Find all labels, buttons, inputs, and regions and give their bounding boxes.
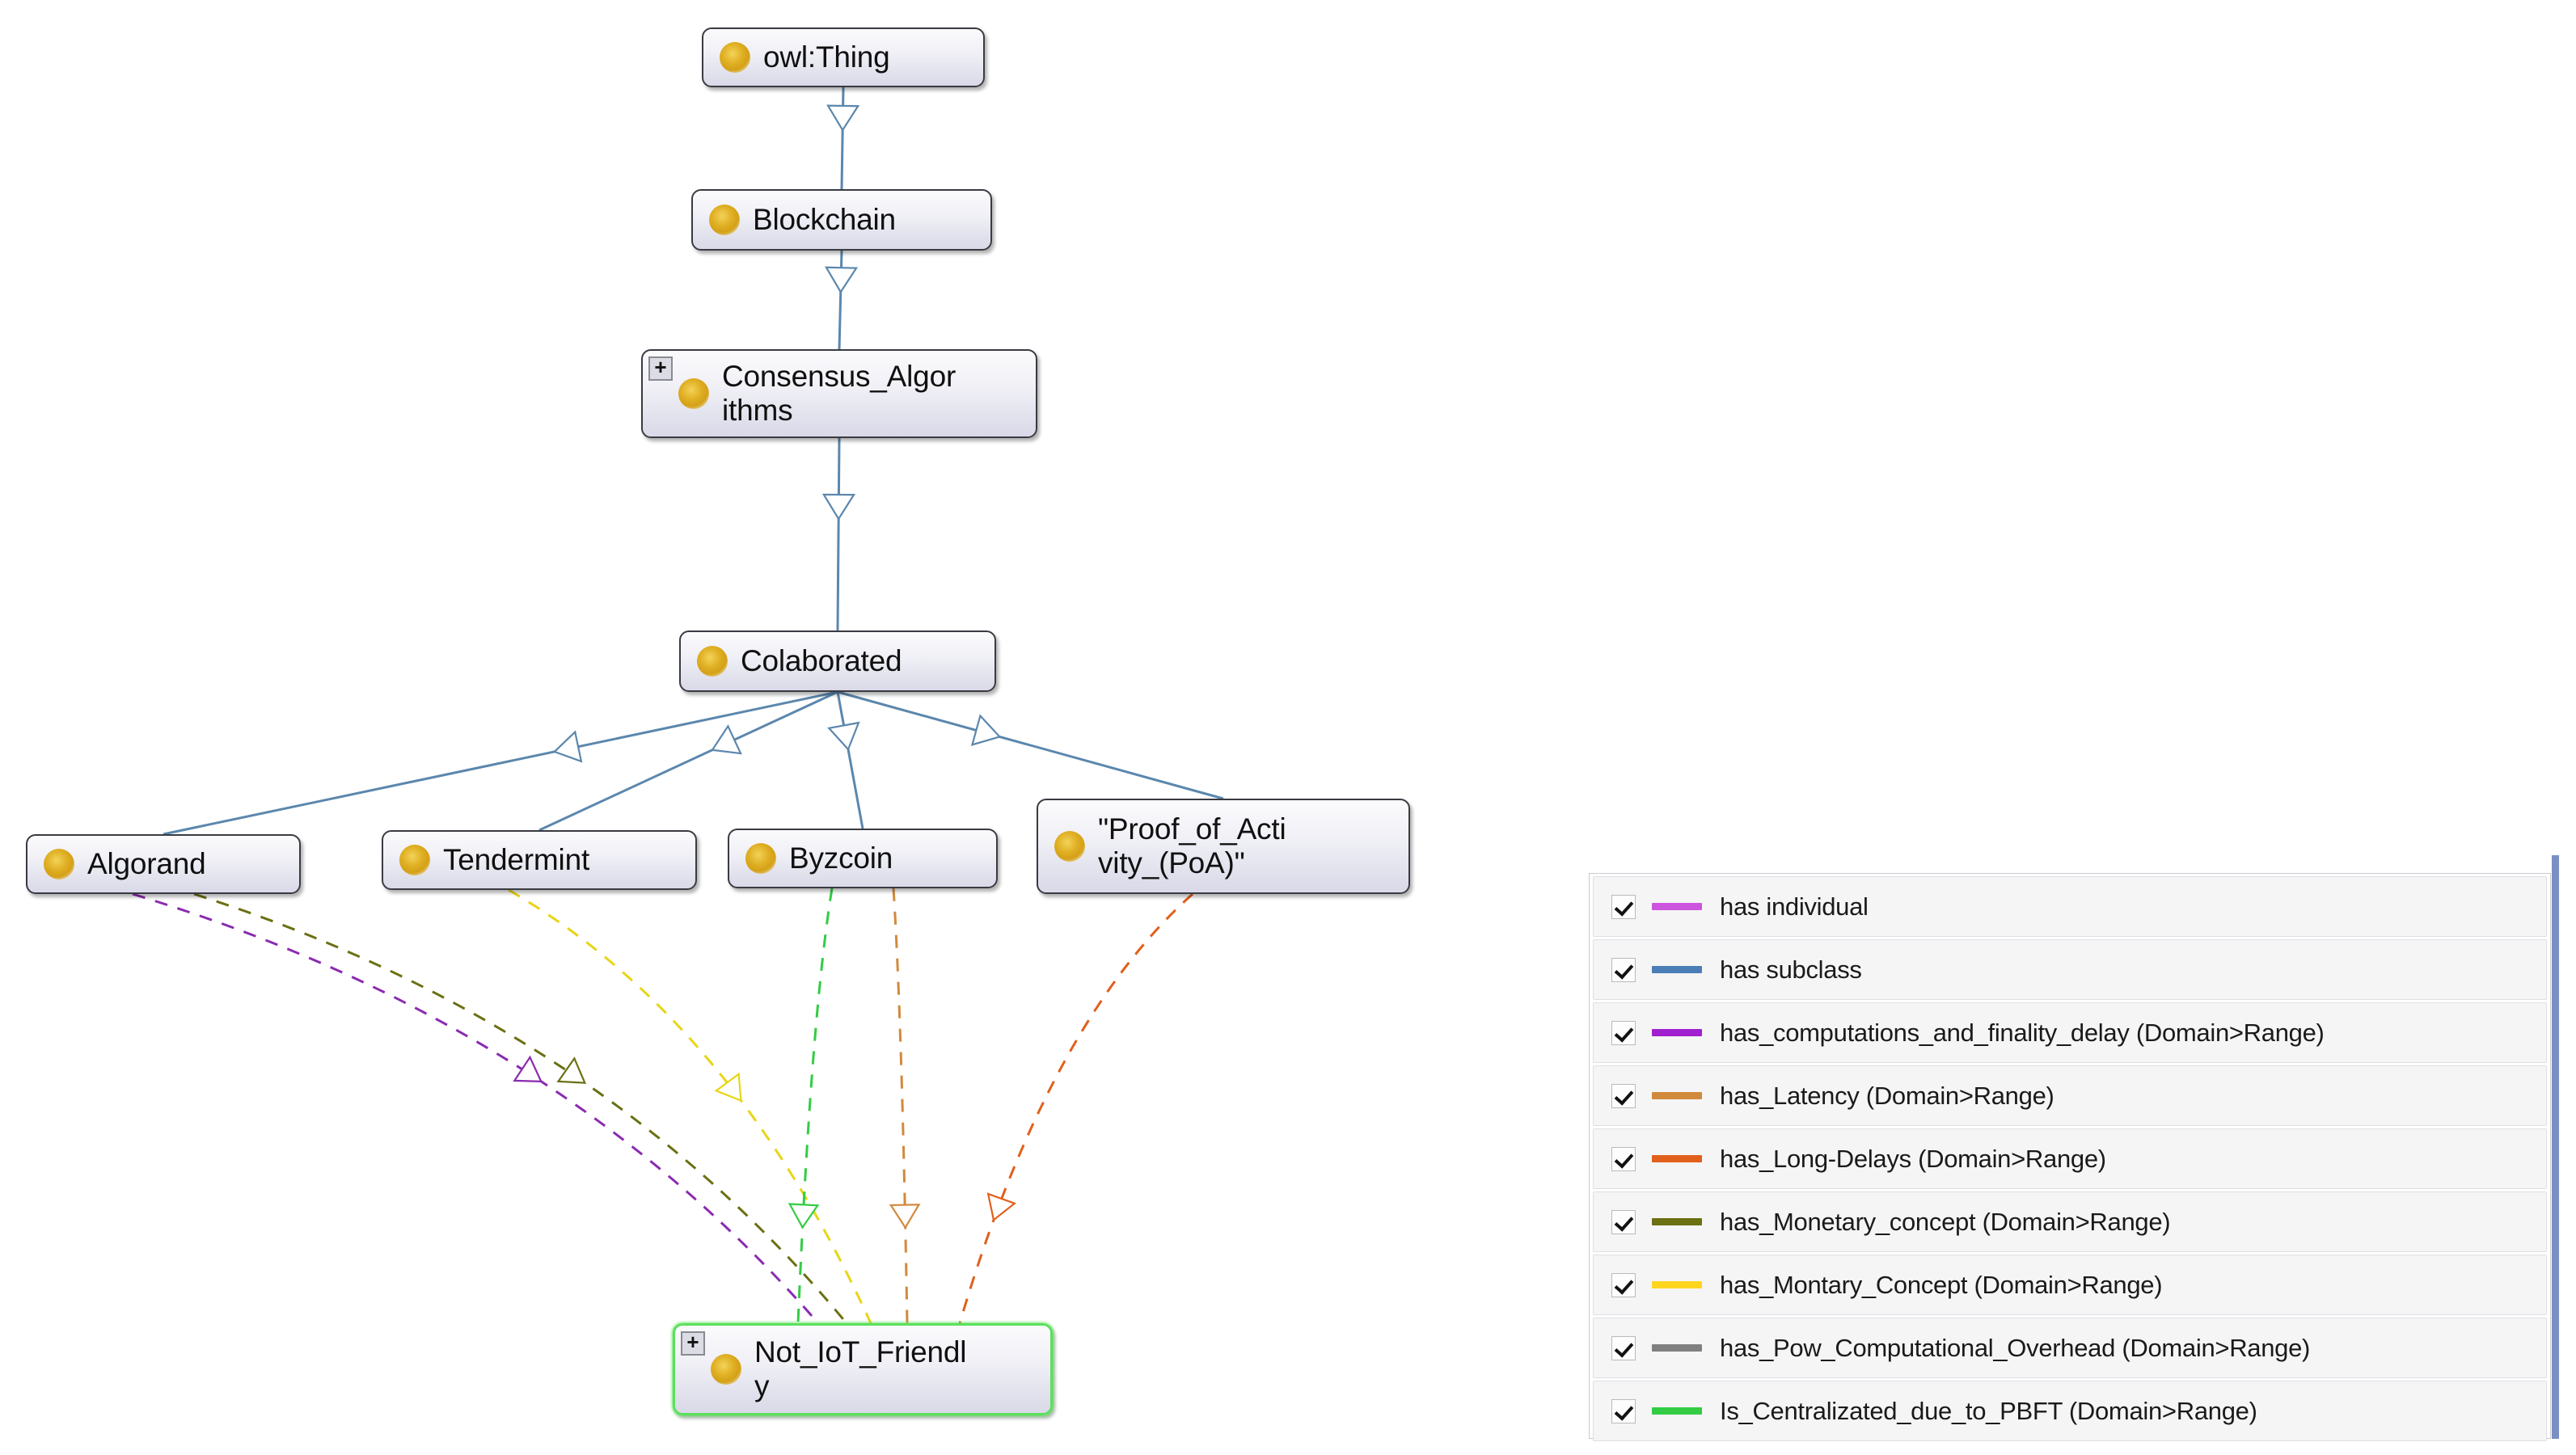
expand-plus-glyph: + (686, 1330, 699, 1354)
graph-node-tendermint[interactable]: Tendermint (382, 830, 697, 890)
subclass-edge (838, 250, 843, 350)
graph-node-label: Not_IoT_Friendl y (754, 1335, 967, 1402)
graph-node-byzcoin[interactable]: Byzcoin (728, 829, 998, 888)
class-circle-icon (745, 843, 776, 874)
graph-node-label: Algorand (87, 847, 206, 881)
subclass-arrowhead (826, 104, 860, 133)
legend-label: has_Long-Delays (Domain>Range) (1720, 1144, 2106, 1173)
legend-row[interactable]: has individual (1593, 876, 2547, 937)
subclass-arrowhead (827, 721, 860, 752)
legend-checkbox[interactable] (1611, 1335, 1636, 1360)
legend-label: has_Montary_Concept (Domain>Range) (1720, 1270, 2163, 1299)
legend-color-swatch-icon (1652, 1407, 1702, 1415)
property-edge (958, 892, 1193, 1324)
class-circle-icon (720, 42, 750, 73)
legend-row[interactable]: Is_Centralizated_due_to_PBFT (Domain>Ran… (1593, 1381, 2547, 1441)
legend-color-swatch-icon (1652, 1029, 1702, 1036)
property-edge (796, 888, 834, 1324)
legend-checkbox[interactable] (1611, 894, 1636, 919)
legend-color-swatch-icon (1652, 1344, 1702, 1352)
subclass-arrowhead (556, 1056, 587, 1084)
expand-plus-glyph: + (654, 355, 667, 379)
graph-node-colaborated[interactable]: Colaborated (679, 630, 996, 692)
legend-checkbox[interactable] (1611, 1083, 1636, 1108)
subclass-edge (163, 690, 838, 836)
property-edge (132, 892, 820, 1324)
expand-plus-icon[interactable]: + (681, 1331, 705, 1356)
legend-label: Is_Centralizated_due_to_PBFT (Domain>Ran… (1720, 1396, 2257, 1425)
legend-label: has_Monetary_concept (Domain>Range) (1720, 1207, 2171, 1236)
edge-layer (132, 86, 1224, 1324)
class-circle-icon (1054, 831, 1085, 862)
class-circle-icon (697, 646, 728, 677)
subclass-arrowhead (552, 730, 583, 763)
graph-node-algorand[interactable]: Algorand (26, 834, 301, 894)
legend-color-swatch-icon (1652, 1218, 1702, 1225)
subclass-arrowhead (513, 1055, 543, 1083)
subclass-arrowhead (711, 724, 742, 755)
subclass-arrowhead (889, 1204, 921, 1229)
graph-node-label: Tendermint (443, 843, 590, 877)
legend-color-swatch-icon (1652, 1155, 1702, 1162)
class-circle-icon (399, 845, 430, 875)
subclass-arrowhead (714, 1072, 742, 1103)
class-circle-icon (711, 1354, 741, 1385)
property-edge (508, 888, 872, 1324)
legend-row[interactable]: has_Latency (Domain>Range) (1593, 1065, 2547, 1126)
legend-checkbox[interactable] (1611, 1020, 1636, 1045)
graph-node-owl-thing[interactable]: owl:Thing (702, 27, 985, 87)
subclass-edge (840, 86, 845, 190)
legend-row[interactable]: has_Long-Delays (Domain>Range) (1593, 1128, 2547, 1189)
graph-node-not-iot[interactable]: + Not_IoT_Friendl y (673, 1323, 1053, 1415)
subclass-edge (837, 690, 1224, 800)
legend-scrollbar[interactable] (2551, 855, 2560, 1439)
graph-node-poa[interactable]: "Proof_of_Acti vity_(PoA)" (1037, 799, 1410, 894)
legend-checkbox[interactable] (1611, 1398, 1636, 1423)
legend-label: has_Latency (Domain>Range) (1720, 1081, 2054, 1110)
graph-node-blockchain[interactable]: Blockchain (691, 189, 992, 251)
graph-node-label: "Proof_of_Acti vity_(PoA)" (1098, 812, 1286, 879)
legend-checkbox[interactable] (1611, 1209, 1636, 1234)
class-circle-icon (44, 849, 74, 879)
legend-label: has_computations_and_finality_delay (Dom… (1720, 1018, 2325, 1047)
legend-row[interactable]: has_computations_and_finality_delay (Dom… (1593, 1002, 2547, 1063)
legend-color-swatch-icon (1652, 1092, 1702, 1099)
legend-checkbox[interactable] (1611, 1146, 1636, 1171)
legend-row[interactable]: has subclass (1593, 939, 2547, 1000)
subclass-arrowhead (788, 1203, 820, 1229)
legend-row[interactable]: has_Monetary_concept (Domain>Range) (1593, 1191, 2547, 1252)
graph-node-label: Blockchain (753, 203, 896, 237)
subclass-edge (836, 691, 864, 829)
legend-panel[interactable]: has individual has subclass has_computatio… (1589, 873, 2551, 1441)
legend-color-swatch-icon (1652, 966, 1702, 973)
subclass-arrowhead (970, 714, 1002, 746)
legend-color-swatch-icon (1652, 903, 1702, 910)
subclass-arrowhead (821, 493, 855, 521)
legend-label: has subclass (1720, 955, 1862, 984)
legend-color-swatch-icon (1652, 1281, 1702, 1288)
expand-plus-icon[interactable]: + (648, 356, 673, 381)
legend-row[interactable]: has_Montary_Concept (Domain>Range) (1593, 1255, 2547, 1315)
subclass-edge (836, 437, 841, 631)
class-circle-icon (709, 205, 740, 235)
property-edge (892, 888, 909, 1324)
subclass-arrowhead (824, 266, 859, 294)
legend-checkbox[interactable] (1611, 1272, 1636, 1297)
legend-label: has_Pow_Computational_Overhead (Domain>R… (1720, 1333, 2311, 1362)
graph-node-consensus[interactable]: + Consensus_Algor ithms (641, 349, 1037, 438)
class-circle-icon (678, 378, 709, 409)
legend-row[interactable]: has_Pow_Computational_Overhead (Domain>R… (1593, 1318, 2547, 1378)
subclass-edge (538, 690, 838, 832)
subclass-arrowhead (986, 1192, 1017, 1222)
graph-node-label: Consensus_Algor ithms (722, 360, 956, 427)
graph-node-label: Byzcoin (789, 841, 893, 875)
legend-label: has individual (1720, 892, 1869, 921)
graph-node-label: owl:Thing (763, 40, 890, 74)
graph-node-label: Colaborated (741, 644, 902, 678)
legend-checkbox[interactable] (1611, 957, 1636, 982)
property-edge (193, 892, 848, 1324)
